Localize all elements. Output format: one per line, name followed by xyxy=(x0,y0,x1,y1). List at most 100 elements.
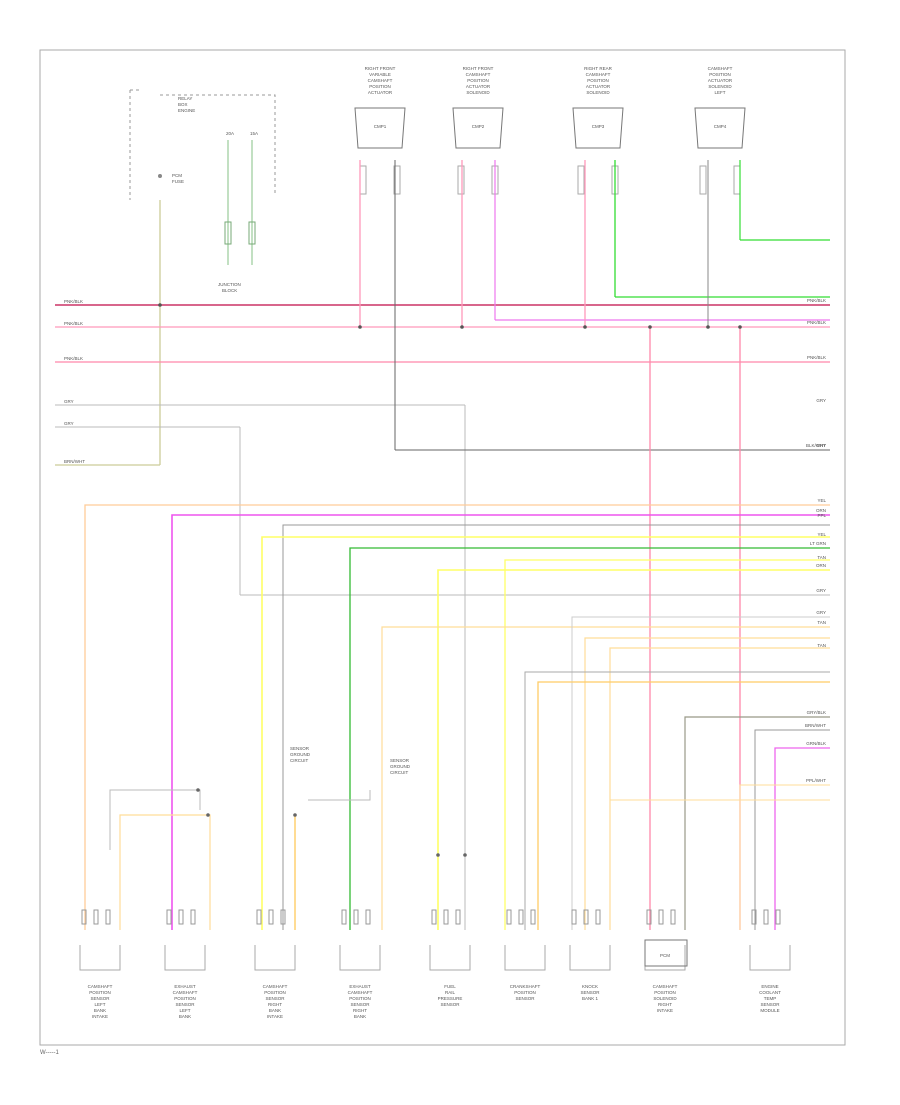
right-wire-label: GRY xyxy=(816,443,826,448)
bottom-component-title-line: BANK xyxy=(94,1008,106,1013)
connector-pin xyxy=(190,909,196,925)
bottom-component-title-line: MODULE xyxy=(760,1008,779,1013)
svg-text:ENGINE: ENGINE xyxy=(178,108,195,113)
right-wire-label: PPL xyxy=(817,513,826,518)
top-component-title-line: POSITION xyxy=(369,84,391,89)
bottom-component-title-line: FUEL xyxy=(444,984,456,989)
bottom-component-title-line: CAMSHAFT xyxy=(653,984,678,989)
right-wire-label: GRY xyxy=(816,398,826,403)
component-bracket xyxy=(339,945,381,971)
connector-pin xyxy=(341,909,347,925)
bottom-component-title-line: TEMP xyxy=(764,996,777,1001)
connector-pin xyxy=(751,909,757,925)
bottom-component-title-line: BANK xyxy=(179,1014,191,1019)
bottom-component-title-line: CRANKSHAFT xyxy=(510,984,541,989)
top-component-title-line: ACTUATOR xyxy=(708,78,733,83)
top-component-title-line: ACTUATOR xyxy=(586,84,611,89)
top-component-title-line: CAMSHAFT xyxy=(586,72,611,77)
bus-junctions xyxy=(158,303,742,329)
right-wire-label: YEL xyxy=(817,498,826,503)
top-component-title-line: VARIABLE xyxy=(369,72,391,77)
bottom-component-title-line: BANK xyxy=(269,1008,281,1013)
top-component-title-line: POSITION xyxy=(709,72,731,77)
connector-pin xyxy=(577,165,585,195)
top-component-title-line: POSITION xyxy=(467,78,489,83)
right-wire-label: BRN/WHT xyxy=(805,723,826,728)
bottom-component-title-line: RAIL xyxy=(445,990,456,995)
connector-pin xyxy=(670,909,676,925)
right-wire-label: PPL/WHT xyxy=(806,778,826,783)
component-id: CMP2 xyxy=(472,124,485,129)
connector-pin xyxy=(431,909,437,925)
bottom-component-title-line: SENSOR xyxy=(350,1002,370,1007)
right-wire-label: TAN xyxy=(817,620,826,625)
right-wire-label: LT GRN xyxy=(810,541,826,546)
component-bracket xyxy=(79,945,121,971)
top-component-title-line: CAMSHAFT xyxy=(368,78,393,83)
bottom-component-title-line: RIGHT xyxy=(268,1002,282,1007)
component-housing xyxy=(572,107,624,149)
bottom-component-title-line: SENSOR xyxy=(760,1002,780,1007)
bottom-component-title-line: INTAKE xyxy=(267,1014,283,1019)
sensor-ground-labels: SENSOR GROUND CIRCUIT SENSOR GROUND CIRC… xyxy=(290,746,411,775)
component-bracket xyxy=(569,945,611,971)
svg-text:JUNCTION: JUNCTION xyxy=(218,282,241,287)
svg-text:SENSOR: SENSOR xyxy=(390,758,410,763)
right-wire-label: PNK/BLK xyxy=(807,355,826,360)
connector-pin xyxy=(93,909,99,925)
connector-pin xyxy=(658,909,664,925)
top-component-title-line: RIGHT REAR xyxy=(584,66,612,71)
bottom-component-title-line: EXHAUST xyxy=(349,984,371,989)
bottom-component-title-line: ENGINE xyxy=(761,984,778,989)
connector-pin xyxy=(178,909,184,925)
top-component-title-line: POSITION xyxy=(587,78,609,83)
connector-pin xyxy=(699,165,707,195)
bottom-component-title-line: POSITION xyxy=(654,990,676,995)
bottom-component-title-line: SENSOR xyxy=(440,1002,460,1007)
connector-pin xyxy=(256,909,262,925)
left-wire-label: GRY xyxy=(64,421,74,426)
component-housing xyxy=(452,107,504,149)
connector-pin xyxy=(506,909,512,925)
svg-text:CIRCUIT: CIRCUIT xyxy=(290,758,308,763)
right-wire-label: YEL xyxy=(817,532,826,537)
connector-pin xyxy=(81,909,87,925)
bottom-component-title-line: SENSOR xyxy=(90,996,110,1001)
connector-pin xyxy=(733,165,741,195)
right-wire-label: PNK/BLK xyxy=(807,298,826,303)
component-bracket xyxy=(164,945,206,971)
bottom-component-title-line: BANK xyxy=(354,1014,366,1019)
top-component-title-line: CAMSHAFT xyxy=(466,72,491,77)
connector-pin xyxy=(457,165,465,195)
top-component-title-line: RIGHT FRONT xyxy=(365,66,396,71)
connector-pin xyxy=(518,909,524,925)
svg-text:BOX: BOX xyxy=(178,102,188,107)
bottom-component-title-line: POSITION xyxy=(514,990,536,995)
top-component-title-line: RIGHT FRONT xyxy=(463,66,494,71)
right-wire-label: BLK/WHT xyxy=(806,443,826,448)
top-component-title-line: SOLENOID xyxy=(466,90,490,95)
bottom-component-title-line: POSITION xyxy=(349,996,371,1001)
connector-pin xyxy=(166,909,172,925)
svg-text:SENSOR: SENSOR xyxy=(290,746,310,751)
bottom-component-title-line: SOLENOID xyxy=(653,996,677,1001)
bus-wires xyxy=(55,160,830,930)
connector-pin xyxy=(571,909,577,925)
right-wire-label: GRY xyxy=(816,588,826,593)
bottom-component-title-line: POSITION xyxy=(89,990,111,995)
left-wire-label: PNK/BLK xyxy=(64,321,83,326)
bottom-component-title-line: INTAKE xyxy=(92,1014,108,1019)
right-wire-label: ORN xyxy=(816,563,826,568)
connector-pin xyxy=(365,909,371,925)
svg-text:CIRCUIT: CIRCUIT xyxy=(390,770,408,775)
